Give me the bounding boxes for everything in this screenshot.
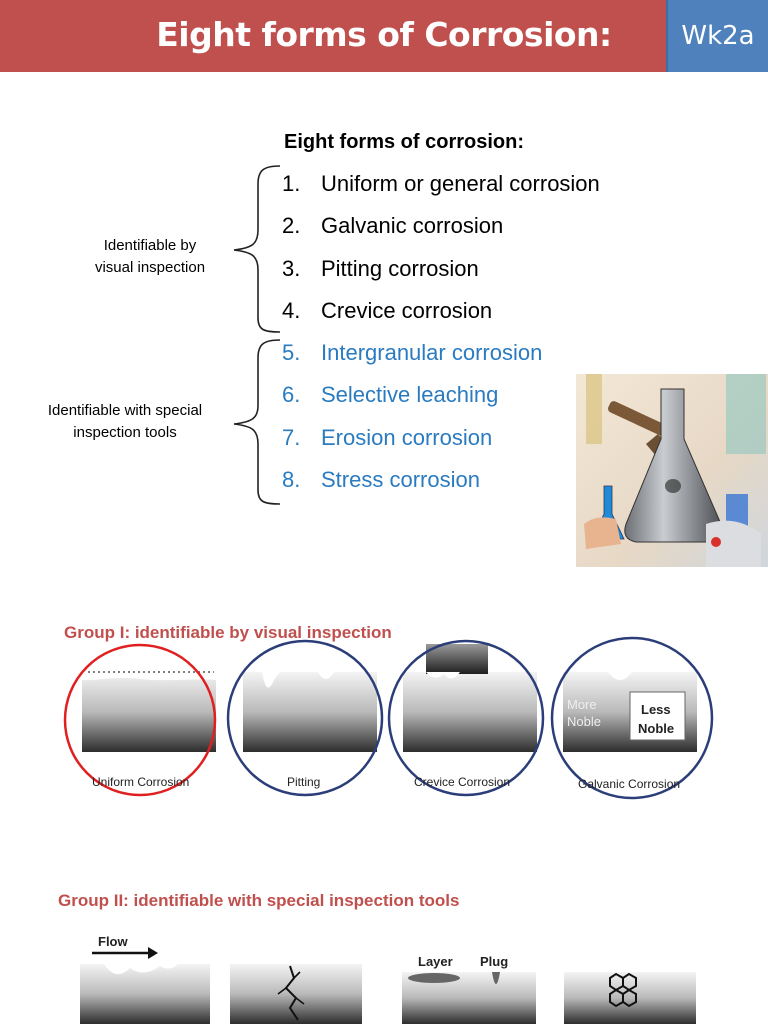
- title-bar: [0, 0, 768, 72]
- svg-text:More: More: [567, 697, 597, 712]
- svg-text:Flow: Flow: [98, 934, 128, 949]
- caption-crevice: Crevice Corrosion: [414, 775, 510, 789]
- slide-title: Eight forms of Corrosion:: [156, 15, 612, 54]
- list-item: 5.Intergranular corrosion: [282, 340, 543, 366]
- corrosion-list: 1.Uniform or general corrosion 2.Galvani…: [282, 163, 600, 501]
- svg-text:Less: Less: [641, 702, 671, 717]
- caption-pitting: Pitting: [287, 775, 320, 789]
- list-item: 8.Stress corrosion: [282, 467, 480, 493]
- galvanic-diagram: More Noble Less Noble Galvanic Corrosion: [550, 636, 714, 800]
- group2-title: Group II: identifiable with special insp…: [58, 891, 459, 910]
- list-item: 3.Pitting corrosion: [282, 255, 479, 281]
- list-item: 7.Erosion corrosion: [282, 424, 493, 450]
- group1-title: Group I: identifiable by visual inspecti…: [64, 623, 392, 642]
- list-heading: Eight forms of corrosion:: [284, 131, 524, 153]
- intergranular-crack-diagram: [230, 964, 362, 1024]
- stress-corrosion-diagram: [564, 972, 696, 1024]
- pitting-diagram: Pitting: [226, 639, 384, 797]
- caption-galvanic: Galvanic Corrosion: [578, 777, 680, 791]
- uniform-corrosion-diagram: Uniform Corrosion: [63, 643, 217, 797]
- highlight-ring: [63, 643, 217, 797]
- lab-glassware-photo: [576, 374, 768, 567]
- week-tag: Wk2a: [666, 0, 768, 72]
- erosion-diagram: Flow: [80, 934, 210, 1024]
- svg-text:Noble: Noble: [638, 721, 674, 736]
- list-item: 2.Galvanic corrosion: [282, 213, 504, 239]
- svg-text:Plug: Plug: [480, 954, 508, 969]
- list-item: 6.Selective leaching: [282, 382, 499, 408]
- svg-text:Noble: Noble: [567, 714, 601, 729]
- list-item: 1.Uniform or general corrosion: [282, 171, 600, 196]
- crevice-diagram: Crevice Corrosion: [387, 639, 545, 797]
- corrosion-groups-diagram: Group I: identifiable by visual inspecti…: [58, 623, 714, 1024]
- svg-text:Layer: Layer: [418, 954, 453, 969]
- list-item: 4.Crevice corrosion: [282, 297, 493, 323]
- curly-braces: [233, 165, 281, 505]
- selective-leaching-diagram: Layer Plug: [402, 954, 536, 1024]
- caption-uniform: Uniform Corrosion: [92, 775, 189, 789]
